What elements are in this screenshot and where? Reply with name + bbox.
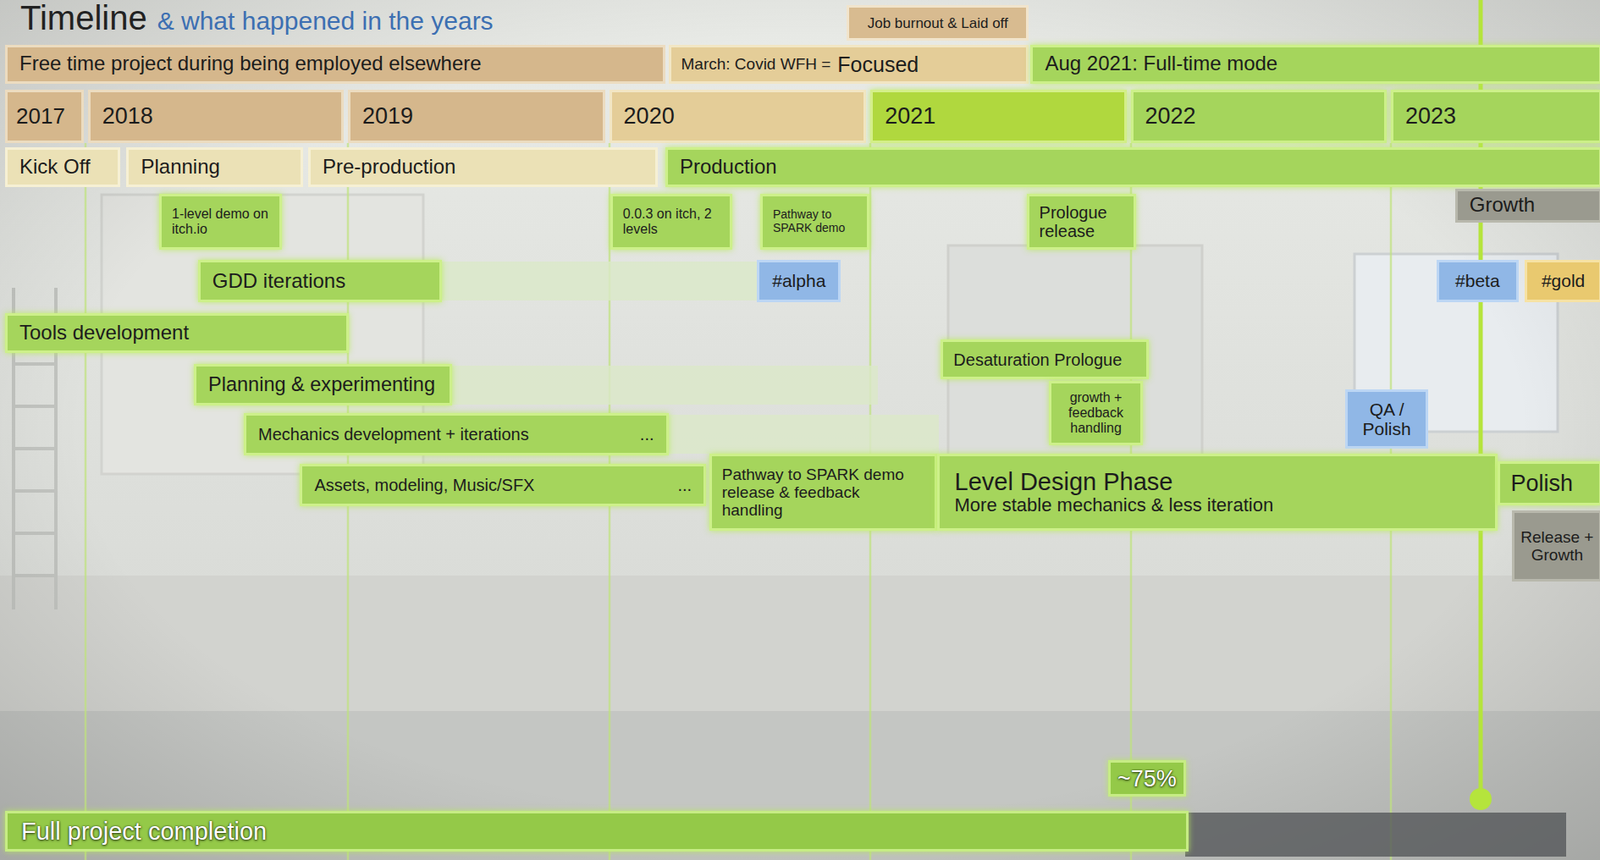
node-label: growth + feedback handling [1056, 390, 1136, 436]
node-label: Job burnout & Laid off [857, 15, 1018, 32]
tag-box: QA / Polish [1345, 389, 1429, 449]
node-label: 2017 [16, 104, 73, 129]
node-label: Full project completion [21, 817, 1173, 845]
task-bar: Polish [1497, 461, 1600, 506]
milestone-box: 1-level demo on itch.io [159, 193, 282, 250]
title-row: Timeline & what happened in the years [20, 0, 494, 38]
today-dot [1469, 788, 1492, 811]
task-bar: Desaturation Prologue [940, 339, 1149, 380]
year-band: 2018 [88, 89, 345, 144]
node-label: Planning [140, 155, 289, 179]
node-label: Growth [1469, 193, 1589, 217]
phase-band: Pre-production [308, 147, 658, 188]
node-subtext: Focused [837, 52, 919, 77]
node-label: Aug 2021: Full-time mode [1044, 52, 1588, 76]
task-bar: Tools development [5, 313, 349, 354]
node-label: Planning & experimenting [208, 373, 438, 396]
period-band: Free time project during being employed … [5, 44, 666, 84]
phase-band: Planning [126, 147, 304, 188]
node-label: GDD iterations [212, 270, 428, 293]
node-label: Mechanics development + iterations [258, 424, 530, 444]
node-label: 2022 [1145, 103, 1374, 129]
node-label: 2019 [362, 103, 591, 129]
node-label: QA / Polish [1352, 399, 1422, 440]
milestone-box: Prologue release [1026, 193, 1137, 250]
year-band: 2020 [609, 89, 867, 144]
node-label: Prologue release [1039, 203, 1124, 242]
node-label: #gold [1533, 270, 1594, 292]
node-subtext: ... [677, 475, 692, 495]
node-label: Kick Off [19, 155, 106, 179]
node-label: #beta [1445, 270, 1509, 292]
node-label: Release + Growth [1519, 528, 1595, 565]
completion-bar: Full project completion [5, 811, 1189, 852]
year-band: 2022 [1131, 89, 1388, 144]
node-label: Desaturation Prologue [953, 350, 1137, 370]
node-label: 2020 [623, 103, 853, 129]
node-label: Free time project during being employed … [19, 52, 652, 76]
continuation-band [448, 365, 878, 405]
milestone-box: Pathway to SPARK demo [760, 193, 870, 250]
year-band: 2023 [1390, 89, 1600, 144]
node-label: Pathway to SPARK demo [772, 208, 857, 235]
year-band: 2021 [870, 89, 1127, 144]
node-label: Production [679, 155, 1589, 179]
continuation-band [438, 261, 759, 301]
node-label: 2021 [884, 103, 1113, 129]
year-band: 2017 [5, 89, 84, 144]
task-bar: GDD iterations [198, 259, 442, 302]
node-subtext: More stable mechanics & less iteration [954, 495, 1481, 517]
node-label: #alpha [766, 270, 832, 292]
progress-badge: ~75% [1108, 760, 1187, 797]
node-label: Assets, modeling, Music/SFX [314, 475, 535, 495]
phase-box: Level Design PhaseMore stable mechanics … [937, 453, 1499, 530]
tag-box: #beta [1436, 259, 1518, 302]
note-box: growth + feedback handling [1048, 380, 1143, 446]
node-label: 0.0.3 on itch, 2 levels [623, 206, 721, 238]
tag-box: #gold [1524, 259, 1600, 302]
title: Timeline [20, 0, 148, 38]
node-label: Pathway to SPARK demo release & feedback… [722, 465, 925, 520]
remaining-bar [1185, 812, 1567, 857]
status-box: Growth [1455, 188, 1600, 223]
node-subtext: ... [640, 424, 655, 444]
period-band: March: Covid WFH = Focused [668, 44, 1029, 84]
node-label: Tools development [19, 321, 335, 345]
node-label: 2018 [102, 103, 331, 129]
period-band: Aug 2021: Full-time mode [1030, 44, 1600, 84]
status-box: Job burnout & Laid off [846, 5, 1029, 41]
continuation-band [665, 414, 939, 454]
task-bar: Planning & experimenting [193, 364, 453, 405]
task-bar: Mechanics development + iterations... [243, 413, 668, 455]
node-label: March: Covid WFH = [681, 55, 832, 73]
node-label: Polish [1510, 470, 1589, 497]
year-band: 2019 [347, 89, 606, 144]
task-bar: Assets, modeling, Music/SFX... [299, 463, 707, 506]
node-label: 2023 [1405, 103, 1589, 129]
node-label: Level Design Phase [954, 468, 1481, 496]
phase-band: Production [665, 147, 1600, 188]
status-box: Release + Growth [1511, 510, 1600, 582]
milestone-box: 0.0.3 on itch, 2 levels [610, 193, 734, 250]
node-label: 1-level demo on itch.io [171, 206, 270, 238]
phase-band: Kick Off [5, 147, 121, 188]
node-label: ~75% [1115, 766, 1179, 792]
node-label: Pre-production [322, 155, 644, 179]
subtitle: & what happened in the years [157, 6, 494, 36]
tag-box: #alpha [756, 259, 841, 302]
task-bar: Pathway to SPARK demo release & feedback… [709, 453, 938, 530]
